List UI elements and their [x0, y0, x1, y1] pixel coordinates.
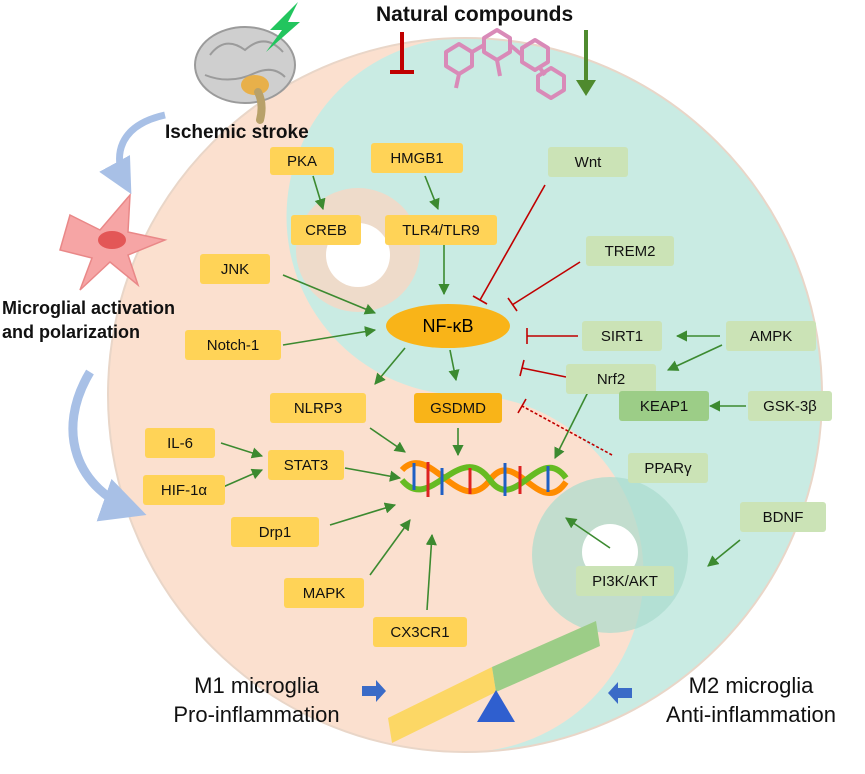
m1-label-line2: Pro-inflammation	[173, 701, 340, 727]
molecule-icon	[444, 28, 566, 100]
lightning-icon	[266, 2, 300, 52]
m1-push-arrow-icon	[362, 680, 386, 702]
activation-label: Microglial activation and polarization	[2, 296, 175, 345]
seesaw-anti-side	[492, 621, 600, 692]
node-hif1a: HIF-1α	[143, 475, 225, 505]
node-nrf2: Nrf2	[566, 364, 656, 394]
diagram-title: Natural compounds	[376, 3, 574, 26]
inhibition-lines	[472, 184, 613, 456]
activate-compound-arrowhead	[576, 80, 596, 96]
m2-label: M2 microglia Anti-inflammation	[641, 672, 861, 729]
node-wnt: Wnt	[548, 147, 628, 177]
node-keap1: KEAP1	[619, 391, 709, 421]
nfkb-node: NF-κB	[386, 304, 510, 348]
node-drp1: Drp1	[231, 517, 319, 547]
node-creb: CREB	[291, 215, 361, 245]
activation-label-line1: Microglial activation	[2, 298, 176, 318]
node-mapk: MAPK	[284, 578, 364, 608]
activation-arrows	[220, 175, 746, 611]
microglia-cell-icon	[59, 192, 168, 291]
node-cx3cr1: CX3CR1	[373, 617, 467, 647]
m1-label: M1 microglia Pro-inflammation	[154, 672, 359, 729]
seesaw-pro-side	[388, 667, 496, 743]
inhibit-compound-symbol	[390, 32, 414, 74]
m2-push-arrow-icon	[608, 682, 632, 704]
node-pi3k-akt: PI3K/AKT	[576, 566, 674, 596]
node-nlrp3: NLRP3	[270, 393, 366, 423]
stroke-label: Ischemic stroke	[165, 122, 309, 143]
node-ppar-gamma: PPARγ	[628, 453, 708, 483]
node-jnk: JNK	[200, 254, 270, 284]
seesaw-fulcrum-icon	[477, 690, 515, 722]
dna-helix-icon	[399, 460, 569, 497]
m1-label-line1: M1 microglia	[194, 673, 319, 698]
node-ampk: AMPK	[726, 321, 816, 351]
activation-label-line2: and polarization	[2, 322, 141, 343]
m2-label-line1: M2 microglia	[688, 673, 814, 698]
m2-label-line2: Anti-inflammation	[666, 701, 836, 727]
node-trem2: TREM2	[586, 236, 674, 266]
node-bdnf: BDNF	[740, 502, 826, 532]
node-notch1: Notch-1	[185, 330, 281, 360]
node-stat3: STAT3	[268, 450, 344, 480]
node-sirt1: SIRT1	[582, 321, 662, 351]
node-hmgb1: HMGB1	[371, 143, 463, 173]
node-il6: IL-6	[145, 428, 215, 458]
stroke-to-activation-arrow	[99, 111, 166, 195]
node-tlr4-tlr9: TLR4/TLR9	[385, 215, 497, 245]
pro-inflammation-region	[108, 38, 644, 752]
activation-to-polarization-arrow	[68, 369, 147, 522]
brain-icon	[194, 26, 296, 124]
node-gsdmd: GSDMD	[414, 393, 502, 423]
node-gsk3b: GSK-3β	[748, 391, 832, 421]
node-pka: PKA	[270, 147, 334, 175]
